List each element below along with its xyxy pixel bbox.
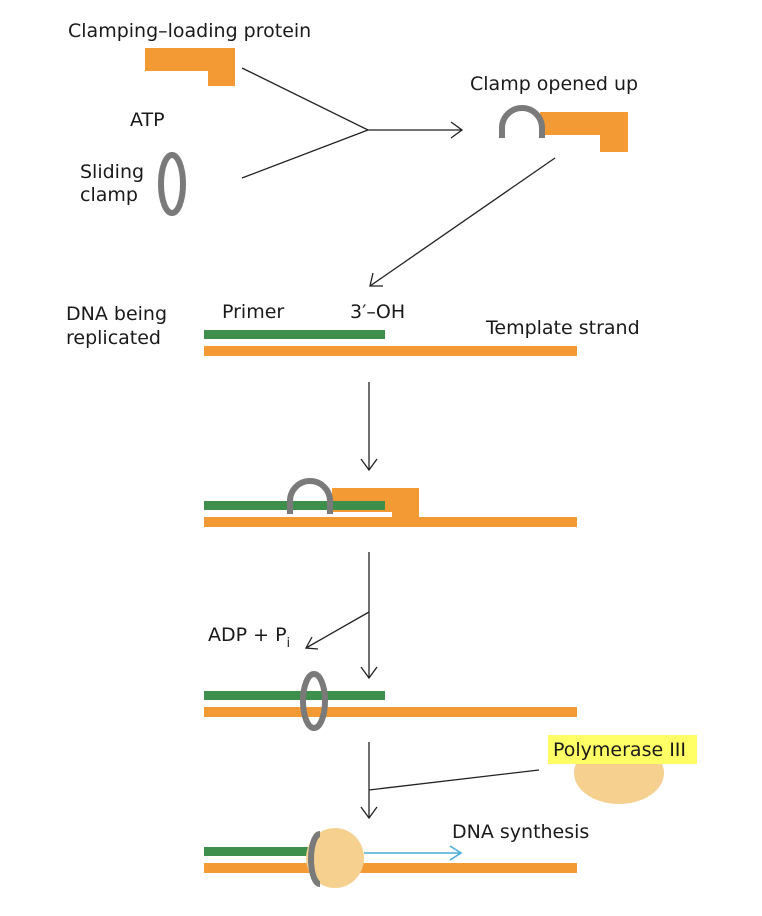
synthesis-arrow-head — [449, 845, 463, 861]
clamp-loader-label: Clamping–loading protein — [68, 20, 311, 42]
down-arrow-3-head — [360, 806, 378, 820]
dna-synthesis-label: DNA synthesis — [452, 821, 589, 843]
primer-strand-3 — [204, 691, 385, 700]
down-arrow-2-head — [360, 666, 378, 680]
converge-line-top — [241, 67, 369, 131]
atp-label: ATP — [130, 109, 165, 131]
template-strand-label: Template strand — [485, 317, 640, 339]
primer-strand-1 — [204, 330, 385, 339]
primer-label: Primer — [222, 301, 284, 323]
clamp-opened-loader — [540, 112, 628, 152]
down-arrow-1-head — [360, 458, 378, 472]
adp-label-main: ADP + P — [208, 624, 287, 646]
primer-strand-4 — [204, 847, 314, 856]
diagonal-arrow-head — [369, 272, 383, 287]
adp-branch-head — [304, 636, 319, 650]
converge-arrow-head — [450, 121, 464, 139]
clamp-with-polymerase — [308, 831, 321, 887]
template-strand-2 — [204, 517, 577, 527]
clamp-opened-label: Clamp opened up — [470, 73, 638, 95]
polymerase-on-dna — [306, 828, 364, 888]
polymerase-merge-line — [368, 769, 540, 791]
polymerase-iii-label: Polymerase III — [553, 739, 686, 761]
clamp-opened-ring — [499, 105, 545, 138]
dna-label-line2: replicated — [66, 327, 161, 349]
sliding-clamp-label-line1: Sliding — [80, 161, 144, 183]
diagonal-arrow-shaft — [369, 157, 556, 287]
template-strand-3 — [204, 707, 577, 717]
adp-branch-shaft — [305, 611, 370, 649]
docked-clamp-ring — [287, 478, 333, 514]
adp-label-subscript: i — [287, 636, 291, 651]
clamp-loader-protein — [145, 48, 235, 86]
sliding-clamp-ring — [158, 152, 186, 216]
adp-label: ADP + Pi — [208, 624, 290, 651]
template-strand-1 — [204, 346, 577, 356]
template-strand-4 — [204, 863, 577, 873]
three-oh-label: 3′–OH — [350, 301, 405, 323]
primer-strand-2 — [204, 501, 385, 510]
dna-label-line1: DNA being — [66, 303, 167, 325]
sliding-clamp-label-line2: clamp — [80, 184, 138, 206]
polymerase-iii-highlight — [548, 735, 697, 764]
closed-clamp-ring — [300, 671, 328, 731]
converge-line-bottom — [241, 129, 369, 179]
